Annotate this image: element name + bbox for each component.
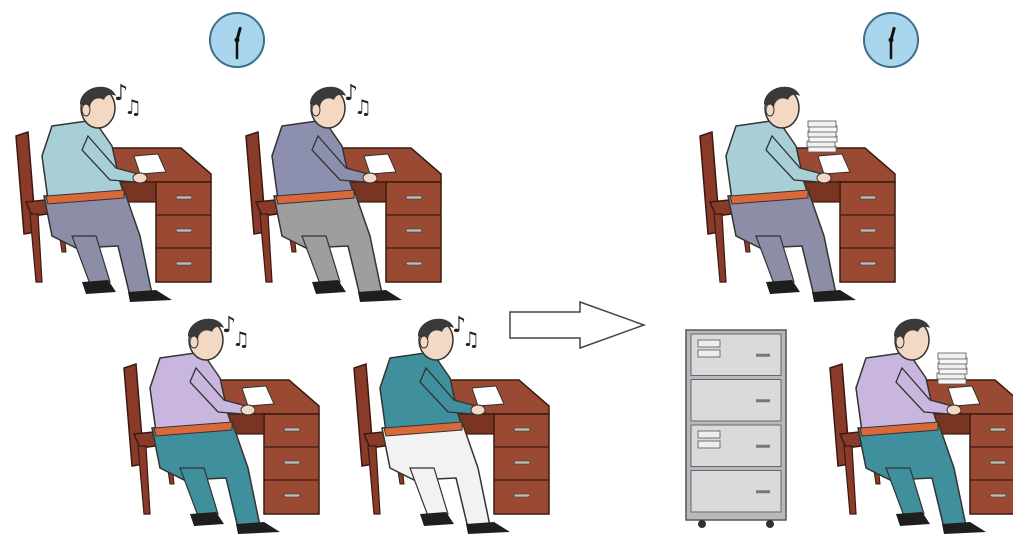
left-worker-1 (16, 81, 211, 302)
paper-stack-icon (807, 121, 837, 152)
server-rack-icon (686, 330, 786, 528)
music-notes-icon (222, 313, 250, 351)
left-worker-4 (354, 313, 549, 534)
right-worker-2 (830, 319, 1013, 534)
left-worker-2 (246, 81, 441, 302)
right-worker-1 (700, 87, 895, 302)
music-notes-icon (344, 81, 372, 119)
left-worker-3 (124, 313, 319, 534)
music-notes-icon (452, 313, 480, 351)
right-clock-icon (864, 13, 918, 67)
music-notes-icon (114, 81, 142, 119)
right-arrow-icon (510, 302, 644, 348)
left-clock-icon (210, 13, 264, 67)
paper-stack-icon (937, 353, 967, 384)
